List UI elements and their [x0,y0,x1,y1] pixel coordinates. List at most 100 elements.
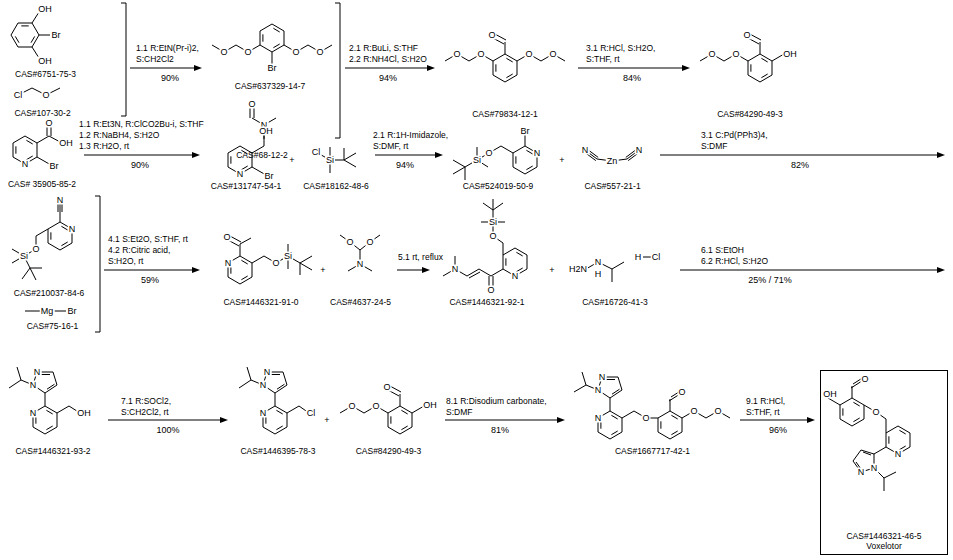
arrow-head [807,417,815,423]
atom-label: 96% [768,426,788,435]
atom-label: N [894,450,903,459]
atom-label: N [451,265,460,274]
compound: CAS#210037-84-6 [3,195,95,299]
reaction-arrow [660,155,938,270]
atom-label: O [291,48,300,57]
atom-label: O [742,31,751,40]
cas-number: CAS#6751-75-3 [15,69,76,79]
atom-label: + [548,266,555,275]
atom-label: N [635,146,644,155]
reaction-condition: 3.1 C:Pd(PPh3)4, [700,130,769,140]
bond [9,367,80,413]
reaction-condition: 6.1 S:EtOH [700,245,745,255]
atom-label: O [44,119,53,128]
reaction-arrow [445,417,565,423]
atom-label: 25% / 71% [747,276,793,285]
atom-label: O [524,50,533,59]
atom-label: O [243,48,252,57]
reaction-arrow [130,65,202,71]
ring [748,54,772,82]
reaction-condition: S:CH2Cl2 [135,54,175,64]
reaction-arrow [108,417,228,423]
arrow-head [192,267,200,273]
reaction-condition: S:CH2Cl2, rt [120,407,170,417]
atom-label: O [222,233,231,242]
reaction-condition: 2.1 R:BuLi, S:THF [348,43,419,53]
cas-number: CAS#1446395-78-3 [240,446,315,456]
atom-label: O [41,91,50,100]
atom-label: O [731,50,740,59]
atom-label: N [263,368,272,377]
reaction-condition: S:THF, rt [585,54,621,64]
atom-label: + [319,266,326,275]
atom-label: N [56,196,65,205]
arrow-head [194,65,202,71]
cas-number: CAS#18162-48-6 [303,181,369,191]
arrow-line [84,155,194,156]
atom-label: O [871,408,880,417]
atom-label: O [345,238,354,247]
atom-label: N [68,225,77,234]
cas-number: CAS#4637-24-5 [330,297,391,307]
reaction-condition: S:DMF [445,407,473,417]
bond [340,235,380,271]
cas-number: CAS#1667717-42-1 [615,446,690,456]
atom-label: Si [19,252,29,261]
atom-label: O [484,149,493,158]
atom-label: H2N [568,265,588,274]
atom-label: O [219,48,228,57]
reaction-arrow [84,152,200,158]
atom-label: Si [472,156,482,165]
bond [239,367,309,413]
atom-label: Si [283,252,293,261]
arrow-line [130,68,196,69]
cas-number: CAS#637329-14-7 [235,81,305,91]
atom-label: 90% [130,161,150,170]
reaction-condition: 4.2 R:Citric acid, [107,245,171,255]
atom-label: Br [267,64,278,73]
atom-label: N [29,409,38,418]
cas-number: CAS#1446321-92-1 [449,297,524,307]
atom-label: OH [822,390,838,399]
cas-number: CAS#557-21-1 [584,181,640,191]
arrow-head [192,152,200,158]
atom-label: N [259,409,268,418]
reaction-condition: 4.1 S:Et2O, S:THF, rt [107,234,189,244]
arrow-line [345,68,429,69]
atom-label: H [634,253,643,262]
atom-label: Zn [606,157,619,166]
atom-label: N [511,272,520,281]
atom-label: 59% [140,276,160,285]
bond [316,147,356,173]
arrow-line [578,68,684,69]
atom-label: O [641,414,650,423]
atom-label: N [870,464,879,473]
atom-label: N [259,381,268,390]
atom-label: Cl [651,253,662,262]
bond [828,377,896,491]
atom-label: Br [67,307,78,316]
atom-label: O [382,383,391,392]
atom-label: Cl [13,91,24,100]
atom-label: 94% [378,74,398,83]
atom-label: 90% [160,74,180,83]
reaction-condition: 5.1 rt, reflux [397,252,444,262]
compound-name: Voxelotor [866,541,901,551]
arrow-head [435,152,443,158]
bracket [121,3,126,116]
atom-label: Si [488,218,498,227]
atom-label: O [860,375,869,384]
atom-label: OH [58,139,74,148]
atom-label: N [224,259,233,268]
arrow-line [445,420,559,421]
cas-number: CAS#524019-50-9 [463,181,533,191]
atom-label: + [288,156,295,165]
atom-label: Cl [306,409,317,418]
compound: CAS#107-30-2 [5,83,80,119]
atom-label: O [476,50,485,59]
cas-number: CAS#1446321-93-2 [15,446,90,456]
atom-label: 81% [490,426,510,435]
reaction-condition: 6.2 R:HCl, S:H2O [700,256,769,266]
bracket [335,3,340,138]
reaction-arrow [345,65,435,71]
